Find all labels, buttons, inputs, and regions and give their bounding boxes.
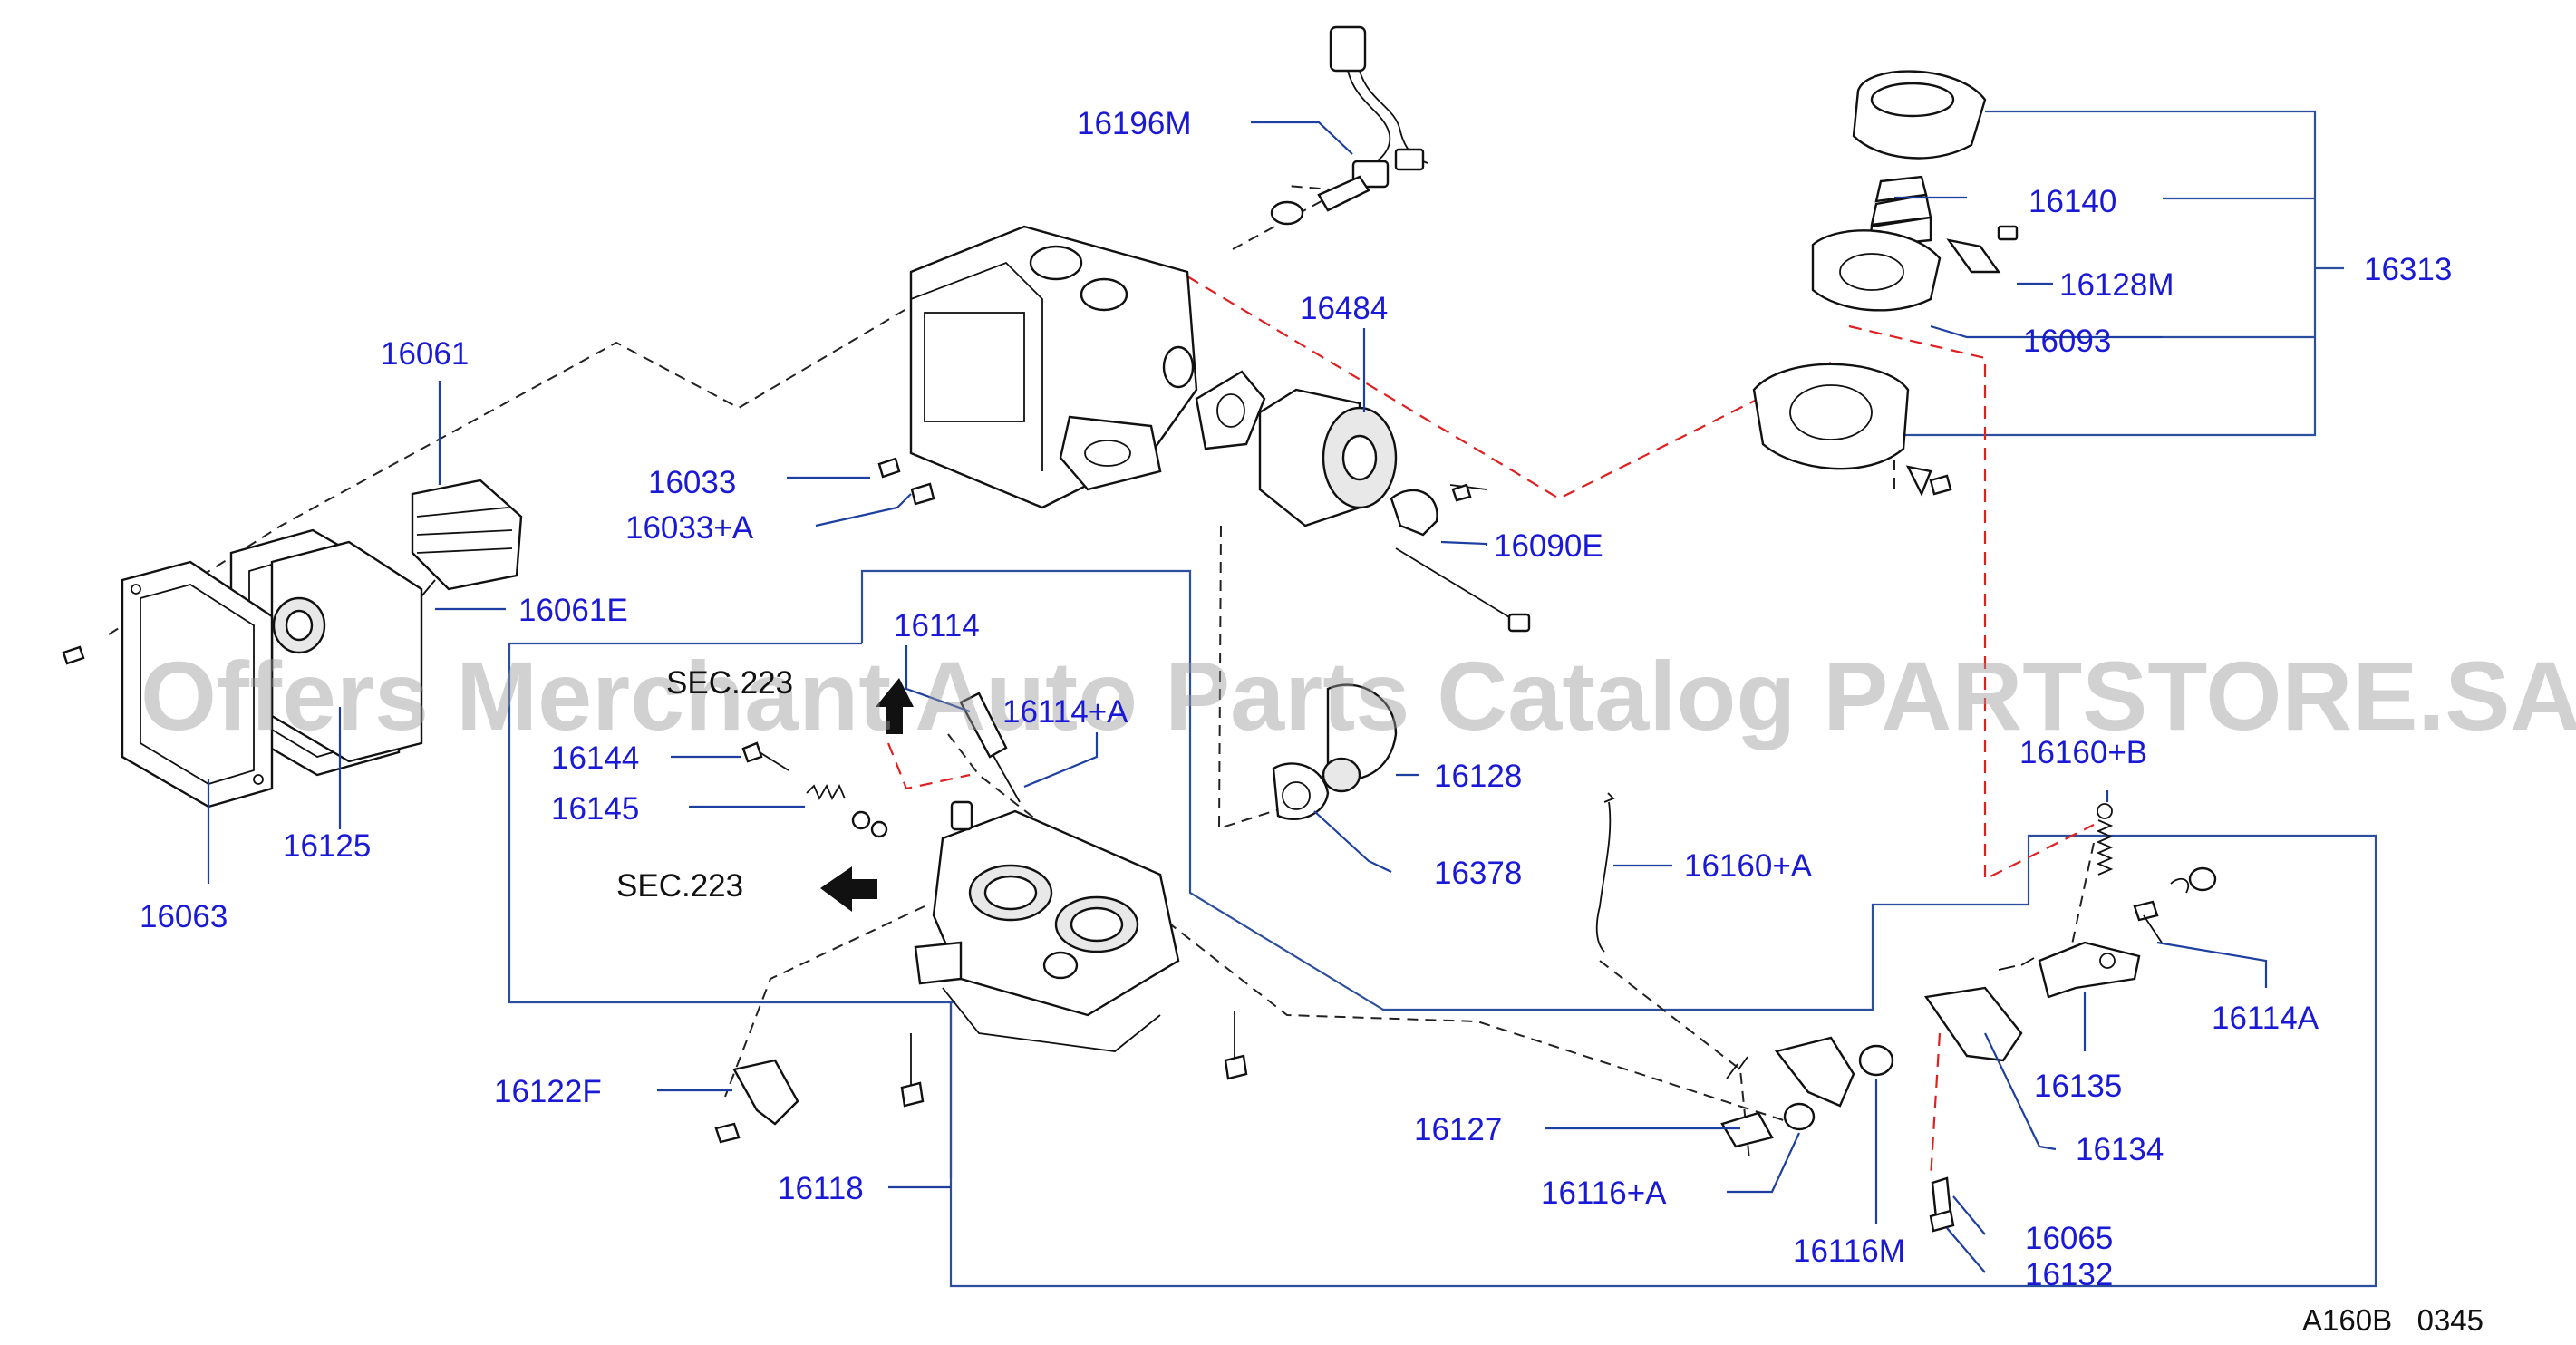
collar-16116M-part xyxy=(1858,1044,1894,1077)
sensor-16128-part xyxy=(1322,683,1398,793)
label-16145[interactable]: 16145 xyxy=(551,791,639,827)
label-16114A[interactable]: 16114A xyxy=(2212,1001,2319,1036)
label-16125[interactable]: 16125 xyxy=(283,828,371,864)
gasket-part xyxy=(1195,370,1266,450)
label-16065[interactable]: 16065 xyxy=(2025,1221,2113,1256)
sec-223-top[interactable]: SEC.223 xyxy=(666,665,793,701)
bolt-16090E-part xyxy=(1451,474,1952,502)
stud-16065-part xyxy=(1929,1176,1955,1233)
label-16114A-top[interactable]: 16114+A xyxy=(1002,694,1128,730)
label-16127[interactable]: 16127 xyxy=(1414,1112,1502,1147)
section-arrows xyxy=(820,678,914,912)
leader-lines xyxy=(207,121,2268,1273)
label-16033A[interactable]: 16033+A xyxy=(625,510,754,546)
sec-223-mid[interactable]: SEC.223 xyxy=(616,868,743,904)
label-16144[interactable]: 16144 xyxy=(551,740,639,776)
label-16378[interactable]: 16378 xyxy=(1434,856,1522,891)
label-16196M[interactable]: 16196M xyxy=(1077,106,1191,141)
bushing-16116A-part xyxy=(1720,1036,1855,1148)
throttle-chamber-part xyxy=(909,225,1198,509)
callout-frames xyxy=(508,110,2377,1288)
part-drawings xyxy=(62,25,2217,1233)
spring-16145-part xyxy=(806,783,888,838)
label-16132[interactable]: 16132 xyxy=(2025,1257,2113,1292)
label-16135[interactable]: 16135 xyxy=(2034,1069,2122,1104)
arrow-up-icon xyxy=(876,678,914,734)
part-labels: 16196M 16140 16313 16128M 16093 16484 16… xyxy=(140,106,2452,1292)
label-16122F[interactable]: 16122F xyxy=(494,1074,602,1109)
spring-16160B-part xyxy=(2096,803,2114,876)
gasket-frame-part xyxy=(229,528,423,777)
watermark: Offers Merchant Auto Parts Catalog PARTS… xyxy=(140,641,2576,750)
screw-16144-part xyxy=(741,741,789,771)
label-16118[interactable]: 16118 xyxy=(778,1171,864,1206)
label-16484[interactable]: 16484 xyxy=(1300,291,1388,326)
bracket-16135-part xyxy=(1998,941,2141,999)
throttle-body-part xyxy=(914,800,1180,1052)
oring-16378-part xyxy=(1272,762,1330,820)
label-16033[interactable]: 16033 xyxy=(648,465,736,500)
bolt-16114A-part xyxy=(2133,866,2217,943)
intake-cover-part xyxy=(411,479,523,597)
figure-code: A160B 0345 xyxy=(2302,1303,2484,1337)
assembly-lines xyxy=(108,185,2095,1161)
diaphragm-assembly-part xyxy=(1752,70,2019,497)
label-16061[interactable]: 16061 xyxy=(381,336,469,372)
bolt-16033-part xyxy=(877,457,935,506)
screw-16114-part xyxy=(959,692,1021,803)
motor-part xyxy=(1258,388,1398,527)
label-16114[interactable]: 16114 xyxy=(894,608,980,643)
bolts-16118-part xyxy=(900,1011,1248,1108)
clamp-part xyxy=(1390,484,1531,633)
label-16116M[interactable]: 16116M xyxy=(1793,1234,1905,1269)
label-16140[interactable]: 16140 xyxy=(2029,184,2116,219)
label-16160B[interactable]: 16160+B xyxy=(2019,735,2147,770)
label-16061E[interactable]: 16061E xyxy=(518,593,628,628)
red-assembly-lines xyxy=(886,276,2095,1179)
arrow-left-icon xyxy=(820,866,877,912)
spring-16160A-part xyxy=(1595,792,1615,953)
label-16160A[interactable]: 16160+A xyxy=(1684,848,1813,884)
bracket-16122F-part xyxy=(714,1059,799,1144)
base-plate-part xyxy=(62,560,274,808)
label-16128M[interactable]: 16128M xyxy=(2059,267,2174,303)
label-16128[interactable]: 16128 xyxy=(1434,759,1522,794)
label-16134[interactable]: 16134 xyxy=(2076,1132,2164,1167)
harness-sensor-part xyxy=(1270,25,1428,226)
label-16063[interactable]: 16063 xyxy=(140,899,228,934)
label-16116A[interactable]: 16116+A xyxy=(1541,1176,1667,1211)
label-16093[interactable]: 16093 xyxy=(2023,324,2111,359)
lever-16134-part xyxy=(1923,986,2023,1062)
label-16090E[interactable]: 16090E xyxy=(1494,528,1603,564)
label-16313[interactable]: 16313 xyxy=(2364,252,2452,287)
